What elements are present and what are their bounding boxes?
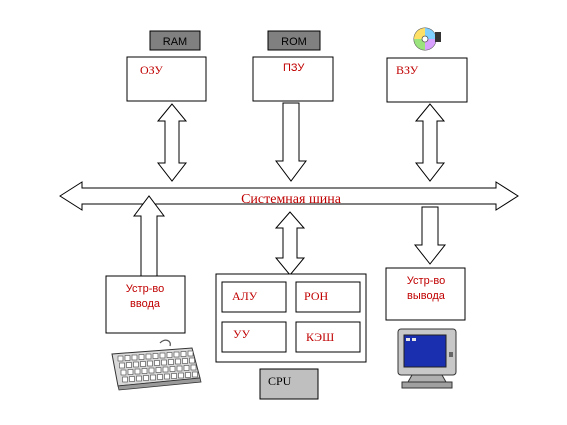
ron-box: РОН	[295, 281, 361, 313]
keyboard-key	[159, 352, 166, 359]
output-device-line1: Устр-во	[407, 275, 445, 287]
uu-box: УУ	[221, 321, 287, 353]
keyboard-key	[183, 365, 190, 371]
monitor-icon	[397, 328, 457, 389]
keyboard-key	[134, 368, 141, 375]
keyboard-key	[192, 371, 198, 378]
system-bus-arrow	[59, 181, 519, 211]
keyboard-key	[126, 362, 132, 368]
keyboard-key	[173, 351, 180, 358]
keyboard-key	[140, 361, 146, 367]
keyboard-key	[187, 350, 194, 357]
keyboard-key	[168, 359, 174, 365]
ozu-bus-arrow	[156, 103, 188, 182]
keyboard-key	[147, 360, 153, 367]
ram-tag-label: RAM	[163, 36, 187, 48]
keyboard-key	[124, 355, 131, 361]
keyboard-key	[157, 374, 163, 380]
keyboard-key	[150, 374, 156, 381]
keyboard-key	[122, 376, 128, 383]
keyboard-key	[171, 373, 177, 379]
cpu-bus-arrow	[274, 211, 306, 276]
keyboard-key	[129, 376, 135, 382]
cache-box: КЭШ	[295, 321, 361, 353]
keyboard-key	[166, 352, 173, 358]
keyboard-key	[131, 354, 138, 361]
keyboard-key	[154, 360, 160, 366]
alu-label: АЛУ	[232, 289, 258, 303]
keyboard-key	[169, 366, 176, 372]
alu-box: АЛУ	[221, 281, 287, 313]
output-bus-arrow	[413, 206, 447, 265]
keyboard-key	[182, 358, 188, 364]
keyboard-key	[127, 369, 134, 375]
pzu-label: ПЗУ	[283, 62, 305, 74]
cpu-tag-label: CPU	[268, 374, 292, 388]
cd-disk-icon	[413, 27, 441, 51]
keyboard-key	[161, 359, 167, 366]
keyboard-key	[145, 353, 152, 360]
keyboard-key	[117, 355, 124, 362]
keyboard-key	[138, 354, 145, 360]
keyboard-key	[189, 357, 195, 364]
ram-tag: RAM	[149, 30, 201, 51]
keyboard-key	[162, 366, 169, 373]
ozu-box: ОЗУ	[126, 56, 207, 102]
pzu-bus-arrow	[275, 102, 307, 182]
keyboard-key	[152, 353, 159, 359]
keyboard-key	[148, 367, 155, 374]
keyboard-key	[180, 351, 187, 357]
input-device-line1: Устр-во	[126, 283, 164, 295]
keyboard-key	[143, 375, 149, 381]
output-device-box: Устр-во вывода	[385, 267, 466, 321]
keyboard-key	[164, 373, 170, 380]
keyboard-key	[119, 362, 125, 369]
keyboard-key	[190, 364, 197, 371]
keyboard-key	[133, 361, 139, 368]
keyboard-key	[178, 372, 184, 379]
cache-label: КЭШ	[306, 330, 334, 344]
input-device-box: Устр-во ввода	[105, 275, 186, 334]
system-bus-label: Системная шина	[241, 192, 342, 207]
pzu-box: ПЗУ	[252, 56, 334, 102]
cpu-box: АЛУ РОН УУ КЭШ	[215, 273, 367, 363]
cpu-tag: CPU	[259, 368, 319, 400]
uu-label: УУ	[233, 327, 250, 341]
vzu-box: ВЗУ	[386, 57, 468, 103]
ron-label: РОН	[304, 289, 328, 303]
keyboard-icon	[111, 339, 202, 391]
output-device-line2: вывода	[407, 290, 446, 302]
keyboard-key	[136, 375, 142, 382]
keyboard-key	[120, 369, 127, 376]
keyboard-key	[155, 367, 162, 373]
keyboard-keys	[117, 350, 198, 383]
vzu-label: ВЗУ	[396, 63, 419, 77]
keyboard-key	[175, 358, 181, 365]
ozu-label: ОЗУ	[140, 63, 163, 77]
input-bus-arrow	[133, 195, 165, 277]
vzu-bus-arrow	[414, 103, 446, 182]
keyboard-key	[176, 365, 183, 372]
input-device-line2: ввода	[130, 298, 161, 310]
rom-tag-label: ROM	[281, 36, 307, 48]
keyboard-key	[141, 368, 148, 374]
keyboard-key	[185, 372, 191, 378]
rom-tag: ROM	[267, 30, 321, 51]
